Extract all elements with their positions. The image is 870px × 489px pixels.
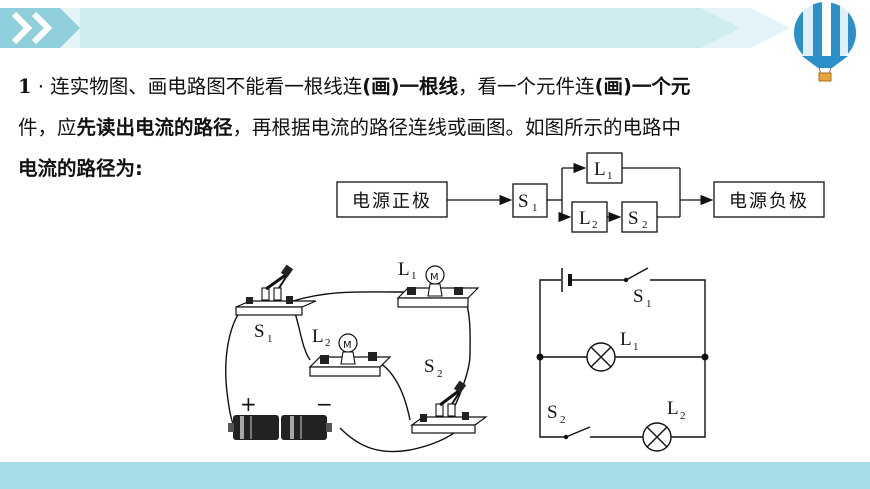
hot-air-balloon-icon	[794, 2, 856, 82]
flow-label-l2-sub: 2	[592, 219, 598, 231]
flow-label-l1: L	[594, 159, 606, 180]
physical-label-s1-sub: 1	[267, 333, 273, 345]
switch-s2-symbol	[565, 426, 591, 438]
switch-s1-symbol	[625, 267, 649, 281]
flow-label-source-negative: 电源负极	[729, 191, 809, 212]
junction-dot	[701, 353, 709, 361]
physical-label-l1: L	[398, 259, 410, 280]
battery-plus-sign: +	[240, 392, 257, 416]
schematic-wire	[539, 279, 561, 357]
schematic-label-s2: S	[547, 402, 558, 423]
text-segment: ，看一个元件连	[458, 75, 595, 98]
physical-label-l2: L	[312, 326, 324, 347]
flow-label-s1-sub: 1	[532, 202, 538, 214]
text-bold: (画)	[594, 75, 632, 98]
schematic-label-s2-sub: 2	[560, 414, 566, 426]
schematic-wire	[650, 279, 706, 357]
text-bold: 电流的路径为:	[18, 157, 143, 180]
bulb-l2	[308, 333, 392, 377]
switch-pivot-dot	[623, 277, 629, 283]
top-banner	[0, 8, 790, 48]
flow-label-s1: S	[518, 191, 529, 212]
schematic-label-l2: L	[667, 398, 679, 419]
text-bold: 先读出电流的路径	[76, 116, 233, 139]
schematic-label-l1: L	[620, 329, 632, 350]
text-segment: ，再根据电流的路径连线或画图。如图所示的电路中	[232, 116, 682, 139]
switch-pivot-dot	[563, 434, 569, 440]
physical-label-l2-sub: 2	[325, 337, 331, 349]
chevron-icon	[31, 11, 53, 45]
text-segment: 件，应	[18, 116, 77, 139]
banner-highlight	[80, 8, 740, 48]
flow-label-source-positive: 电源正极	[352, 191, 432, 212]
battery-pack	[228, 415, 332, 440]
chevron-icon	[11, 11, 33, 45]
text-segment: 连实物图、画电路图不能看一根线连	[50, 75, 363, 98]
text-bold: (画)	[362, 75, 400, 98]
battery-symbol	[561, 268, 572, 292]
switch-s1	[235, 264, 317, 316]
question-number: 1	[18, 75, 32, 98]
text-bold: 一根线	[399, 75, 459, 98]
schematic-label-l1-sub: 1	[633, 341, 639, 353]
question-paragraph: 1 · 连实物图、画电路图不能看一根线连(画)一根线，看一个元件连(画)一个元件…	[18, 66, 818, 189]
schematic-wire	[671, 357, 706, 438]
flow-label-l2: L	[579, 208, 591, 229]
flow-label-l1-sub: 1	[607, 170, 613, 182]
text-bold: 一个元	[631, 75, 691, 98]
schematic-label-s1-sub: 1	[646, 298, 652, 310]
bottom-banner	[0, 462, 870, 489]
schematic-label-s1: S	[633, 286, 644, 307]
schematic-label-l2-sub: 2	[680, 410, 686, 422]
question-separator: ·	[37, 75, 44, 98]
flow-label-s2-sub: 2	[642, 219, 648, 231]
switch-s2	[410, 380, 488, 434]
physical-label-s2-sub: 2	[437, 368, 443, 380]
bulb-l1	[396, 265, 480, 308]
lamp-l1-symbol	[586, 342, 616, 372]
bulb-l2-mark: M	[343, 340, 352, 351]
flow-box-source-negative	[713, 181, 825, 218]
schematic-wire	[539, 357, 566, 438]
bulb-l1-mark: M	[430, 272, 439, 283]
junction-dot	[536, 353, 544, 361]
physical-label-s1: S	[254, 321, 265, 342]
physical-label-s2: S	[424, 356, 435, 377]
flow-label-s2: S	[628, 208, 639, 229]
battery-minus-sign: −	[316, 392, 333, 416]
physical-label-l1-sub: 1	[411, 270, 417, 282]
